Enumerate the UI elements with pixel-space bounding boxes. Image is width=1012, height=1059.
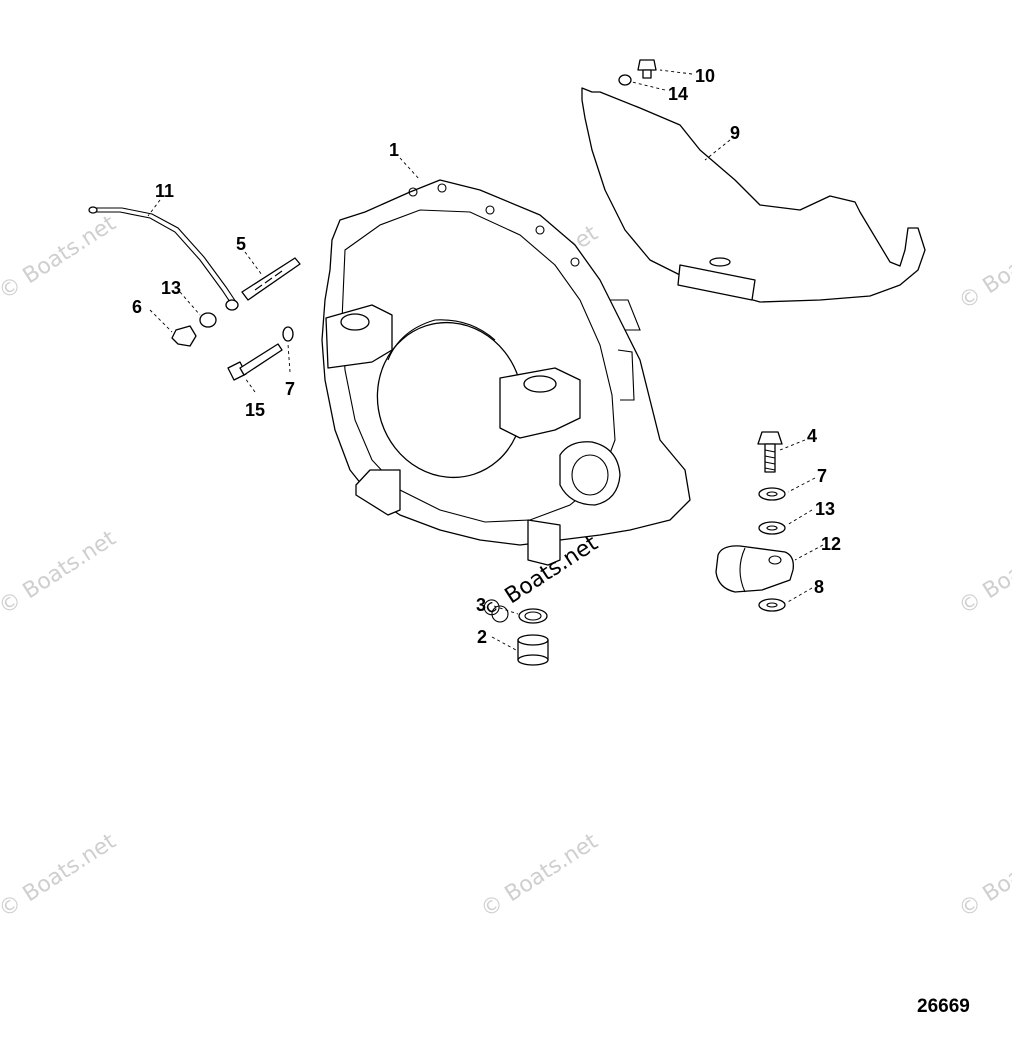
mount-clamp-part xyxy=(715,545,794,593)
flywheel-housing xyxy=(321,179,691,566)
callout-5: 5 xyxy=(236,234,247,254)
washer-part xyxy=(199,312,217,328)
screw-part xyxy=(637,59,657,79)
ring-part xyxy=(518,608,548,624)
nut-part xyxy=(171,325,197,347)
lock-washer-part xyxy=(282,326,294,342)
bolt-part xyxy=(227,343,283,381)
small-washer-part xyxy=(618,74,632,86)
callout-1: 1 xyxy=(389,140,400,160)
callout-3: 3 xyxy=(476,595,487,615)
callout-7-left: 7 xyxy=(285,379,296,399)
callout-13-left: 13 xyxy=(161,278,182,298)
callout-9: 9 xyxy=(730,123,741,143)
callout-14: 14 xyxy=(668,84,689,104)
leader-lines xyxy=(147,69,824,651)
washer-part xyxy=(758,487,786,612)
callout-7-right: 7 xyxy=(817,466,828,486)
ground-strap xyxy=(88,206,239,311)
copyright-mark-icon xyxy=(491,605,509,623)
callout-8: 8 xyxy=(814,577,825,597)
figure-number: 26669 xyxy=(917,996,970,1017)
callout-2: 2 xyxy=(477,627,488,647)
callout-11: 11 xyxy=(155,181,175,201)
cover-plate xyxy=(581,87,926,303)
callout-6: 6 xyxy=(132,297,143,317)
callout-13-right: 13 xyxy=(815,499,836,519)
callout-15: 15 xyxy=(245,400,266,420)
callout-10: 10 xyxy=(695,66,716,86)
sleeve-part xyxy=(517,634,549,666)
callout-4: 4 xyxy=(807,426,818,446)
bolt-part xyxy=(757,431,783,473)
stud-part xyxy=(241,257,301,301)
callout-12: 12 xyxy=(821,534,842,554)
